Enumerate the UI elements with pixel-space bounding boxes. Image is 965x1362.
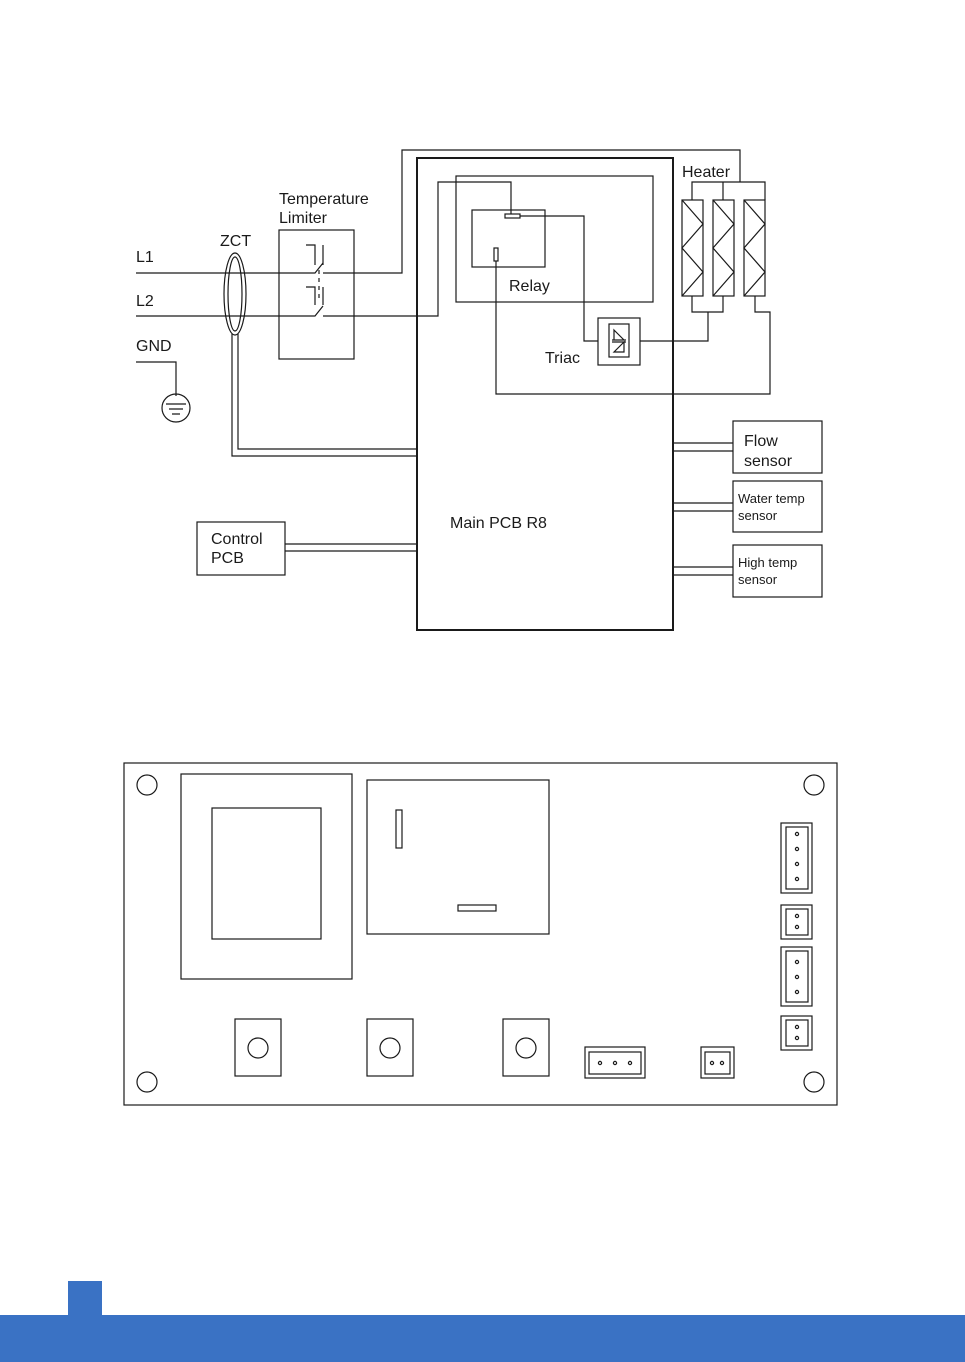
control-pcb-label-2: PCB (211, 550, 244, 567)
ground-icon (166, 404, 186, 414)
wiring-diagram: Main PCB R8 Relay Triac Heater Temperatu… (0, 0, 965, 660)
control-pcb-box (197, 522, 285, 575)
connector-right-3 (781, 947, 812, 1006)
heater-label: Heater (682, 164, 731, 181)
ground-icon-circle (162, 394, 190, 422)
control-pcb-label-1: Control (211, 531, 263, 548)
board-button-3 (503, 1019, 549, 1076)
flow-sensor-label-1: Flow (744, 433, 778, 450)
connector-right-4 (781, 1016, 812, 1050)
heater-top-bus (692, 182, 765, 200)
flow-sensor-label-2: sensor (744, 453, 793, 470)
water-temp-sensor-label-1: Water temp (738, 491, 805, 506)
connector-bottom-2 (701, 1047, 734, 1078)
heater-element-3 (744, 200, 765, 296)
board-button-2 (367, 1019, 413, 1076)
zct-ring-inner (228, 257, 242, 331)
relay-module-pin-h (458, 905, 496, 911)
wire-heater-to-limiter (323, 150, 740, 273)
connector-bottom-1 (585, 1047, 645, 1078)
relay-contact-v (494, 248, 498, 261)
main-pcb-label: Main PCB R8 (450, 515, 547, 532)
transformer-outer (181, 774, 352, 979)
water-temp-sensor-label-2: sensor (738, 508, 778, 523)
triac-symbol-icon (612, 330, 626, 352)
temp-limiter-label-2: Limiter (279, 210, 328, 227)
wire-gnd (136, 362, 176, 396)
l1-label: L1 (136, 249, 154, 266)
mounting-hole-bottom-right (804, 1072, 824, 1092)
relay-contact-h (505, 214, 520, 218)
transformer-inner (212, 808, 321, 939)
wire-control-pcb (285, 544, 417, 551)
water-temp-sensor-box (733, 481, 822, 532)
footer-bar (0, 1315, 965, 1362)
temp-limiter-box (279, 230, 354, 359)
board-outline (124, 763, 837, 1105)
relay-module-pin-v (396, 810, 402, 848)
zct-ring-outer (224, 253, 246, 335)
heater-bottom-bus (692, 296, 723, 312)
gnd-label: GND (136, 338, 172, 355)
temp-limiter-label-1: Temperature (279, 191, 369, 208)
board-button-1 (235, 1019, 281, 1076)
mounting-hole-bottom-left (137, 1072, 157, 1092)
high-temp-sensor-label-2: sensor (738, 572, 778, 587)
wire-flow-sensor (673, 443, 733, 451)
high-temp-sensor-box (733, 545, 822, 597)
mounting-hole-top-left (137, 775, 157, 795)
heater-element-1 (682, 200, 703, 296)
relay-label: Relay (509, 278, 550, 295)
zct-label: ZCT (220, 233, 251, 250)
wire-water-temp-sensor (673, 503, 733, 511)
footer-tab (68, 1281, 102, 1315)
connector-right-2 (781, 905, 812, 939)
temp-limiter-switch-icon (306, 245, 323, 305)
connector-right-1 (781, 823, 812, 893)
triac-label: Triac (545, 350, 580, 367)
mounting-hole-top-right (804, 775, 824, 795)
wire-zct-to-pcb (232, 334, 417, 456)
relay-module (367, 780, 549, 934)
high-temp-sensor-label-1: High temp (738, 555, 797, 570)
l2-label: L2 (136, 293, 154, 310)
relay-area-box (456, 176, 653, 302)
heater-element-2 (713, 200, 734, 296)
wire-high-temp-sensor (673, 567, 733, 575)
